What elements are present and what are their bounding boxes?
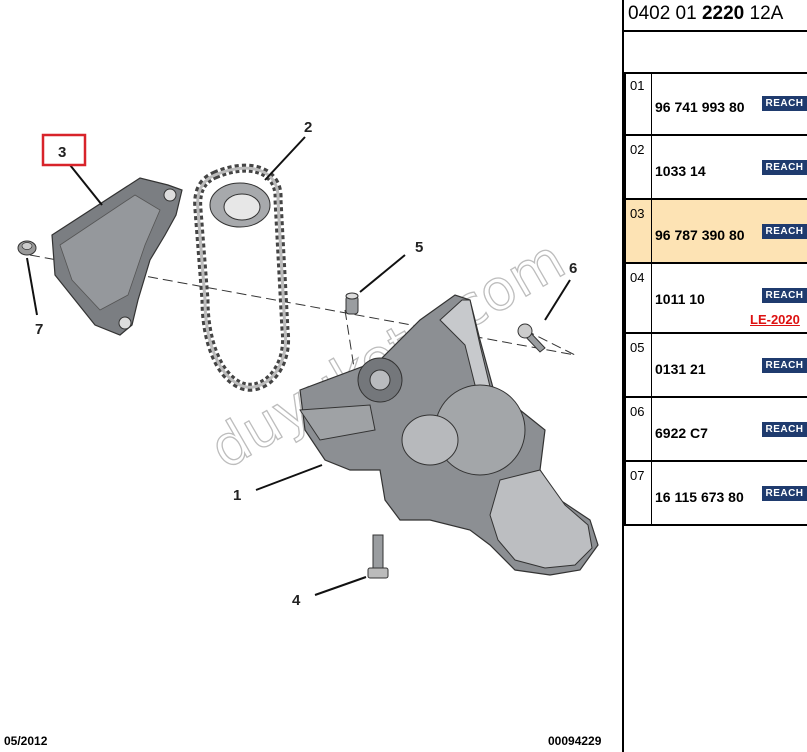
le-2020-link[interactable]: LE-2020 — [750, 312, 800, 327]
part-row[interactable]: 05 0131 21 REACH — [626, 334, 807, 398]
reach-badge: REACH — [762, 358, 807, 373]
row-number: 06 — [630, 404, 645, 419]
row-number: 05 — [630, 340, 645, 355]
callout-5[interactable]: 5 — [415, 239, 423, 256]
callout-3-highlight-box — [41, 133, 87, 167]
row-number: 03 — [630, 206, 645, 221]
reach-badge: REACH — [762, 422, 807, 437]
footer-date: 05/2012 — [4, 734, 48, 748]
parts-diagram: duyukoto.com — [17, 119, 599, 609]
part-reference[interactable]: 96 741 993 80 — [655, 99, 745, 115]
reach-badge: REACH — [762, 160, 807, 175]
alignment-line-6 — [524, 329, 576, 356]
part-4-bolt — [367, 534, 389, 579]
part-reference[interactable]: 0131 21 — [655, 361, 706, 377]
part-3-cover — [51, 177, 183, 336]
callout-3[interactable]: 3 — [58, 144, 66, 161]
part-6-bolt — [517, 323, 546, 353]
part-5-dowel — [345, 292, 359, 315]
footer-diagram-code: 00094229 — [548, 734, 602, 748]
part-row[interactable]: 01 96 741 993 80 REACH — [626, 72, 807, 136]
part-2-chain — [193, 163, 291, 392]
parts-header: 0402 01 2220 12A — [624, 0, 807, 32]
header-blank-row — [624, 30, 807, 74]
row-number: 01 — [630, 78, 645, 93]
row-number: 07 — [630, 468, 645, 483]
part-row[interactable]: 06 6922 C7 REACH — [626, 398, 807, 462]
part-reference[interactable]: 1011 10 — [655, 291, 705, 307]
part-reference[interactable]: 1033 14 — [655, 163, 706, 179]
reach-badge: REACH — [762, 224, 807, 239]
part-7-plug — [17, 240, 37, 256]
row-number: 02 — [630, 142, 645, 157]
divider — [622, 0, 624, 752]
reach-badge: REACH — [762, 96, 807, 111]
callout-2[interactable]: 2 — [304, 119, 312, 136]
parts-header-code: 0402 01 2220 12A — [628, 3, 784, 24]
part-reference[interactable]: 96 787 390 80 — [655, 227, 745, 243]
callout-1[interactable]: 1 — [233, 487, 241, 504]
part-row[interactable]: 02 1033 14 REACH — [626, 136, 807, 200]
part-row[interactable]: 07 16 115 673 80 REACH — [626, 462, 807, 526]
parts-list: 01 96 741 993 80 REACH 02 1033 14 REACH … — [624, 72, 807, 526]
part-row[interactable]: 04 1011 10 REACH LE-2020 — [626, 264, 807, 334]
callout-7[interactable]: 7 — [35, 321, 43, 338]
callout-6[interactable]: 6 — [569, 260, 577, 277]
reach-badge: REACH — [762, 288, 807, 303]
reach-badge: REACH — [762, 486, 807, 501]
leader-lines — [26, 136, 571, 596]
callout-4[interactable]: 4 — [292, 592, 301, 609]
row-number: 04 — [630, 270, 645, 285]
part-reference[interactable]: 6922 C7 — [655, 425, 708, 441]
part-reference[interactable]: 16 115 673 80 — [655, 489, 744, 505]
part-1-oil-pump — [299, 294, 599, 576]
part-row-highlighted[interactable]: 03 96 787 390 80 REACH — [626, 200, 807, 264]
